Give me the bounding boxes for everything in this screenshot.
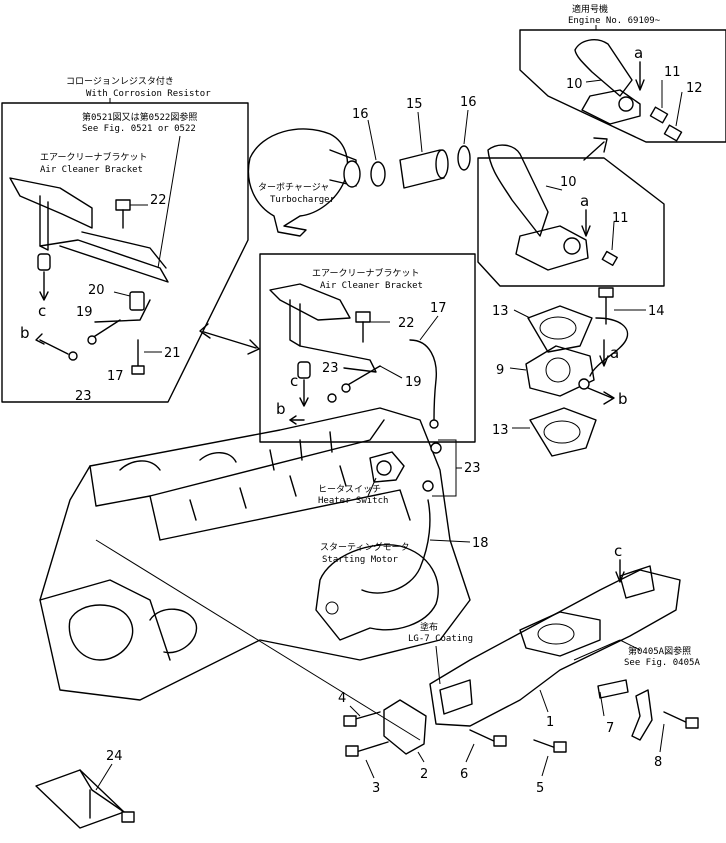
coating-label-en: LG-7 Coating (408, 634, 473, 644)
letter-a-adapter: a (610, 344, 619, 362)
ac-letter-c: c (290, 372, 298, 390)
starting-motor-en: Starting Motor (322, 555, 398, 565)
letter-a-main: a (580, 192, 589, 210)
turbocharger-label-en: Turbocharger (270, 195, 336, 205)
callout-16-left: 16 (352, 107, 369, 122)
engine-block (39, 407, 471, 741)
double-arrow-icon (199, 323, 260, 355)
corr-callout-23: 23 (75, 389, 92, 404)
callout-13-top: 13 (492, 304, 509, 319)
fig-ref-en: See Fig. 0405A (624, 658, 700, 668)
inset-engine-number: 適用号機 Engine No. 69109~ 10 a 11 12 (519, 3, 726, 143)
inset-corrosion-resistor: コロージョンレジスタ付き With Corrosion Resistor 第05… (1, 76, 249, 404)
aircleaner-bracket-jp: エアークリーナブラケット (312, 267, 419, 279)
corr-callout-17: 17 (107, 369, 124, 384)
ac-callout-19: 19 (405, 375, 422, 390)
callout-11: 11 (612, 211, 629, 226)
callout-9: 9 (496, 363, 504, 378)
corr-callout-19: 19 (76, 305, 93, 320)
heater-switch-jp: ヒータスイッチ (318, 484, 381, 495)
corrosion-ref-en: See Fig. 0521 or 0522 (82, 124, 196, 134)
turbocharger: ターボチャージャ Turbocharger (247, 128, 361, 237)
corrosion-title-en: With Corrosion Resistor (86, 89, 211, 99)
callout-7: 7 (606, 721, 614, 736)
adapter-and-gaskets: 13 14 a 9 b 13 (492, 287, 665, 457)
bottom-bolts: 4 3 2 6 5 (338, 691, 567, 796)
corrosion-ref-jp: 第0521図又は第0522図参照 (82, 111, 197, 123)
engine-no-title-jp: 適用号機 (572, 3, 608, 15)
callout-13-bottom: 13 (492, 423, 509, 438)
heater-switch: 23 ヒータスイッチ Heater Switch (318, 439, 481, 506)
hose-and-clamps: 16 15 16 (352, 95, 477, 189)
eng-callout-11: 11 (664, 65, 681, 80)
eng-callout-10: 10 (566, 77, 583, 92)
ac-letter-b: b (276, 400, 286, 418)
corrosion-bracket-en: Air Cleaner Bracket (40, 165, 143, 175)
starting-motor: 18 スターティングモータ Starting Motor (315, 499, 489, 641)
callout-2: 2 (420, 767, 428, 782)
corrosion-title-jp: コロージョンレジスタ付き (66, 76, 174, 87)
corr-letter-c: c (38, 302, 46, 320)
starting-motor-jp: スターティングモータ (320, 541, 409, 553)
part-24-heater: 24 (35, 749, 135, 829)
fig-ref-jp: 第0405A図参照 (628, 645, 691, 657)
letter-b-adapter: b (618, 390, 628, 408)
callout-4: 4 (338, 691, 346, 706)
heater-switch-en: Heater Switch (318, 496, 388, 506)
callout-1: 1 (546, 715, 554, 730)
tube-and-bolt-group: 第0405A図参照 See Fig. 0405A 7 8 (573, 639, 700, 770)
callout-10: 10 (560, 175, 577, 190)
ac-callout-23: 23 (322, 361, 339, 376)
eng-letter-a: a (634, 44, 643, 62)
callout-14: 14 (648, 304, 665, 319)
inset-air-cleaner-bracket: エアークリーナブラケット Air Cleaner Bracket 17 22 1… (259, 253, 476, 443)
eng-callout-12: 12 (686, 81, 703, 96)
corr-callout-20: 20 (88, 283, 105, 298)
coating-label-jp: 塗布 (420, 621, 438, 633)
corrosion-bracket-jp: エアークリーナブラケット (40, 151, 147, 163)
callout-3: 3 (372, 781, 380, 796)
callout-15: 15 (406, 97, 423, 112)
aircleaner-bracket-en: Air Cleaner Bracket (320, 281, 423, 291)
turbocharger-label-jp: ターボチャージャ (258, 182, 329, 193)
ac-callout-17: 17 (430, 301, 447, 316)
inset-elbow-pipe: 10 a 11 (477, 144, 665, 287)
corr-callout-22: 22 (150, 193, 167, 208)
callout-24: 24 (106, 749, 123, 764)
callout-5: 5 (536, 781, 544, 796)
corr-letter-b: b (20, 324, 30, 342)
callout-18: 18 (472, 536, 489, 551)
letter-c-main: c (614, 542, 622, 560)
corr-callout-21: 21 (164, 346, 181, 361)
callout-8: 8 (654, 755, 662, 770)
callout-16-right: 16 (460, 95, 477, 110)
callout-23-main: 23 (464, 461, 481, 476)
exhaust-manifold: c 1 塗布 LG-7 Coating (408, 542, 681, 730)
callout-6: 6 (460, 767, 468, 782)
engine-no-title-en: Engine No. 69109~ (568, 16, 661, 26)
ac-callout-22: 22 (398, 316, 415, 331)
arrow-up-icon (583, 137, 608, 161)
